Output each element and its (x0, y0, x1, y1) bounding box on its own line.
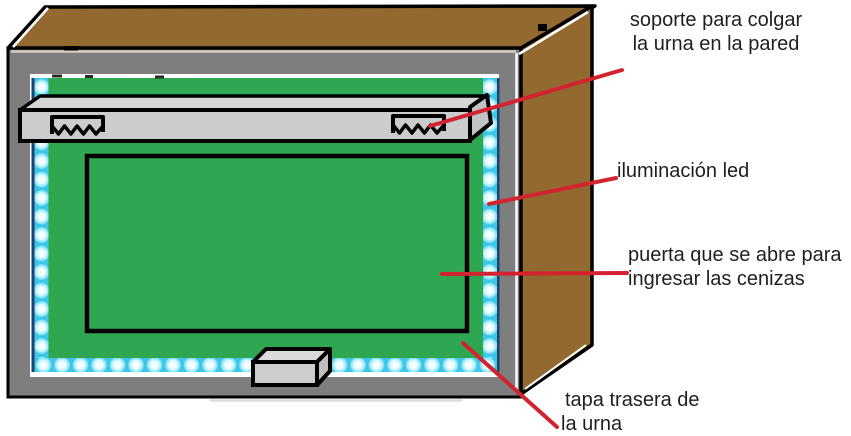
bracket-sawtooth (50, 124, 105, 136)
left-corner-highlight (12, 7, 49, 48)
power-box-front (251, 360, 319, 387)
label-puerta-line1: puerta que se abre para (628, 244, 842, 266)
annotation-line-soporte (428, 68, 624, 128)
right-corner-highlight (518, 10, 589, 56)
sketch-dash (64, 46, 78, 51)
rear-cover-left-edge (31, 78, 35, 372)
wall-mount-shelf-top (18, 94, 490, 112)
bottom-right-edge-highlight (524, 344, 587, 390)
led-strip-right (483, 78, 497, 372)
label-soporte: soporte para colgar la urna en la pared (608, 8, 824, 56)
bracket-border (50, 115, 105, 134)
label-soporte-line2: la urna en la pared (632, 33, 800, 55)
label-soporte-line1: soporte para colgar (629, 9, 803, 31)
label-puerta-line2: ingresar las cenizas (628, 268, 805, 290)
rear-cover-right-edge (496, 78, 500, 372)
sketch-dash (85, 75, 93, 78)
urn-right-face (519, 4, 594, 396)
label-iluminacion: iluminación led (617, 160, 750, 182)
sketch-dash (155, 75, 164, 79)
sawtooth-bracket-left (50, 115, 105, 136)
ashes-door (84, 153, 470, 334)
label-tapa: tapa trasera de la urna (561, 388, 700, 436)
annotation-line-iluminacion (487, 176, 618, 206)
urn-top-face (6, 4, 597, 50)
sketch-notch (538, 24, 547, 31)
led-strip-left (34, 78, 49, 372)
label-tapa-line2: la urna (561, 413, 623, 435)
annotation-line-tapa (461, 341, 559, 429)
bracket-sawtooth (391, 123, 446, 135)
label-puerta: puerta que se abre para ingresar las cen… (628, 243, 842, 291)
annotation-line-puerta (440, 271, 629, 276)
label-tapa-line1: tapa trasera de (565, 389, 700, 411)
sketch-dash (52, 74, 62, 78)
